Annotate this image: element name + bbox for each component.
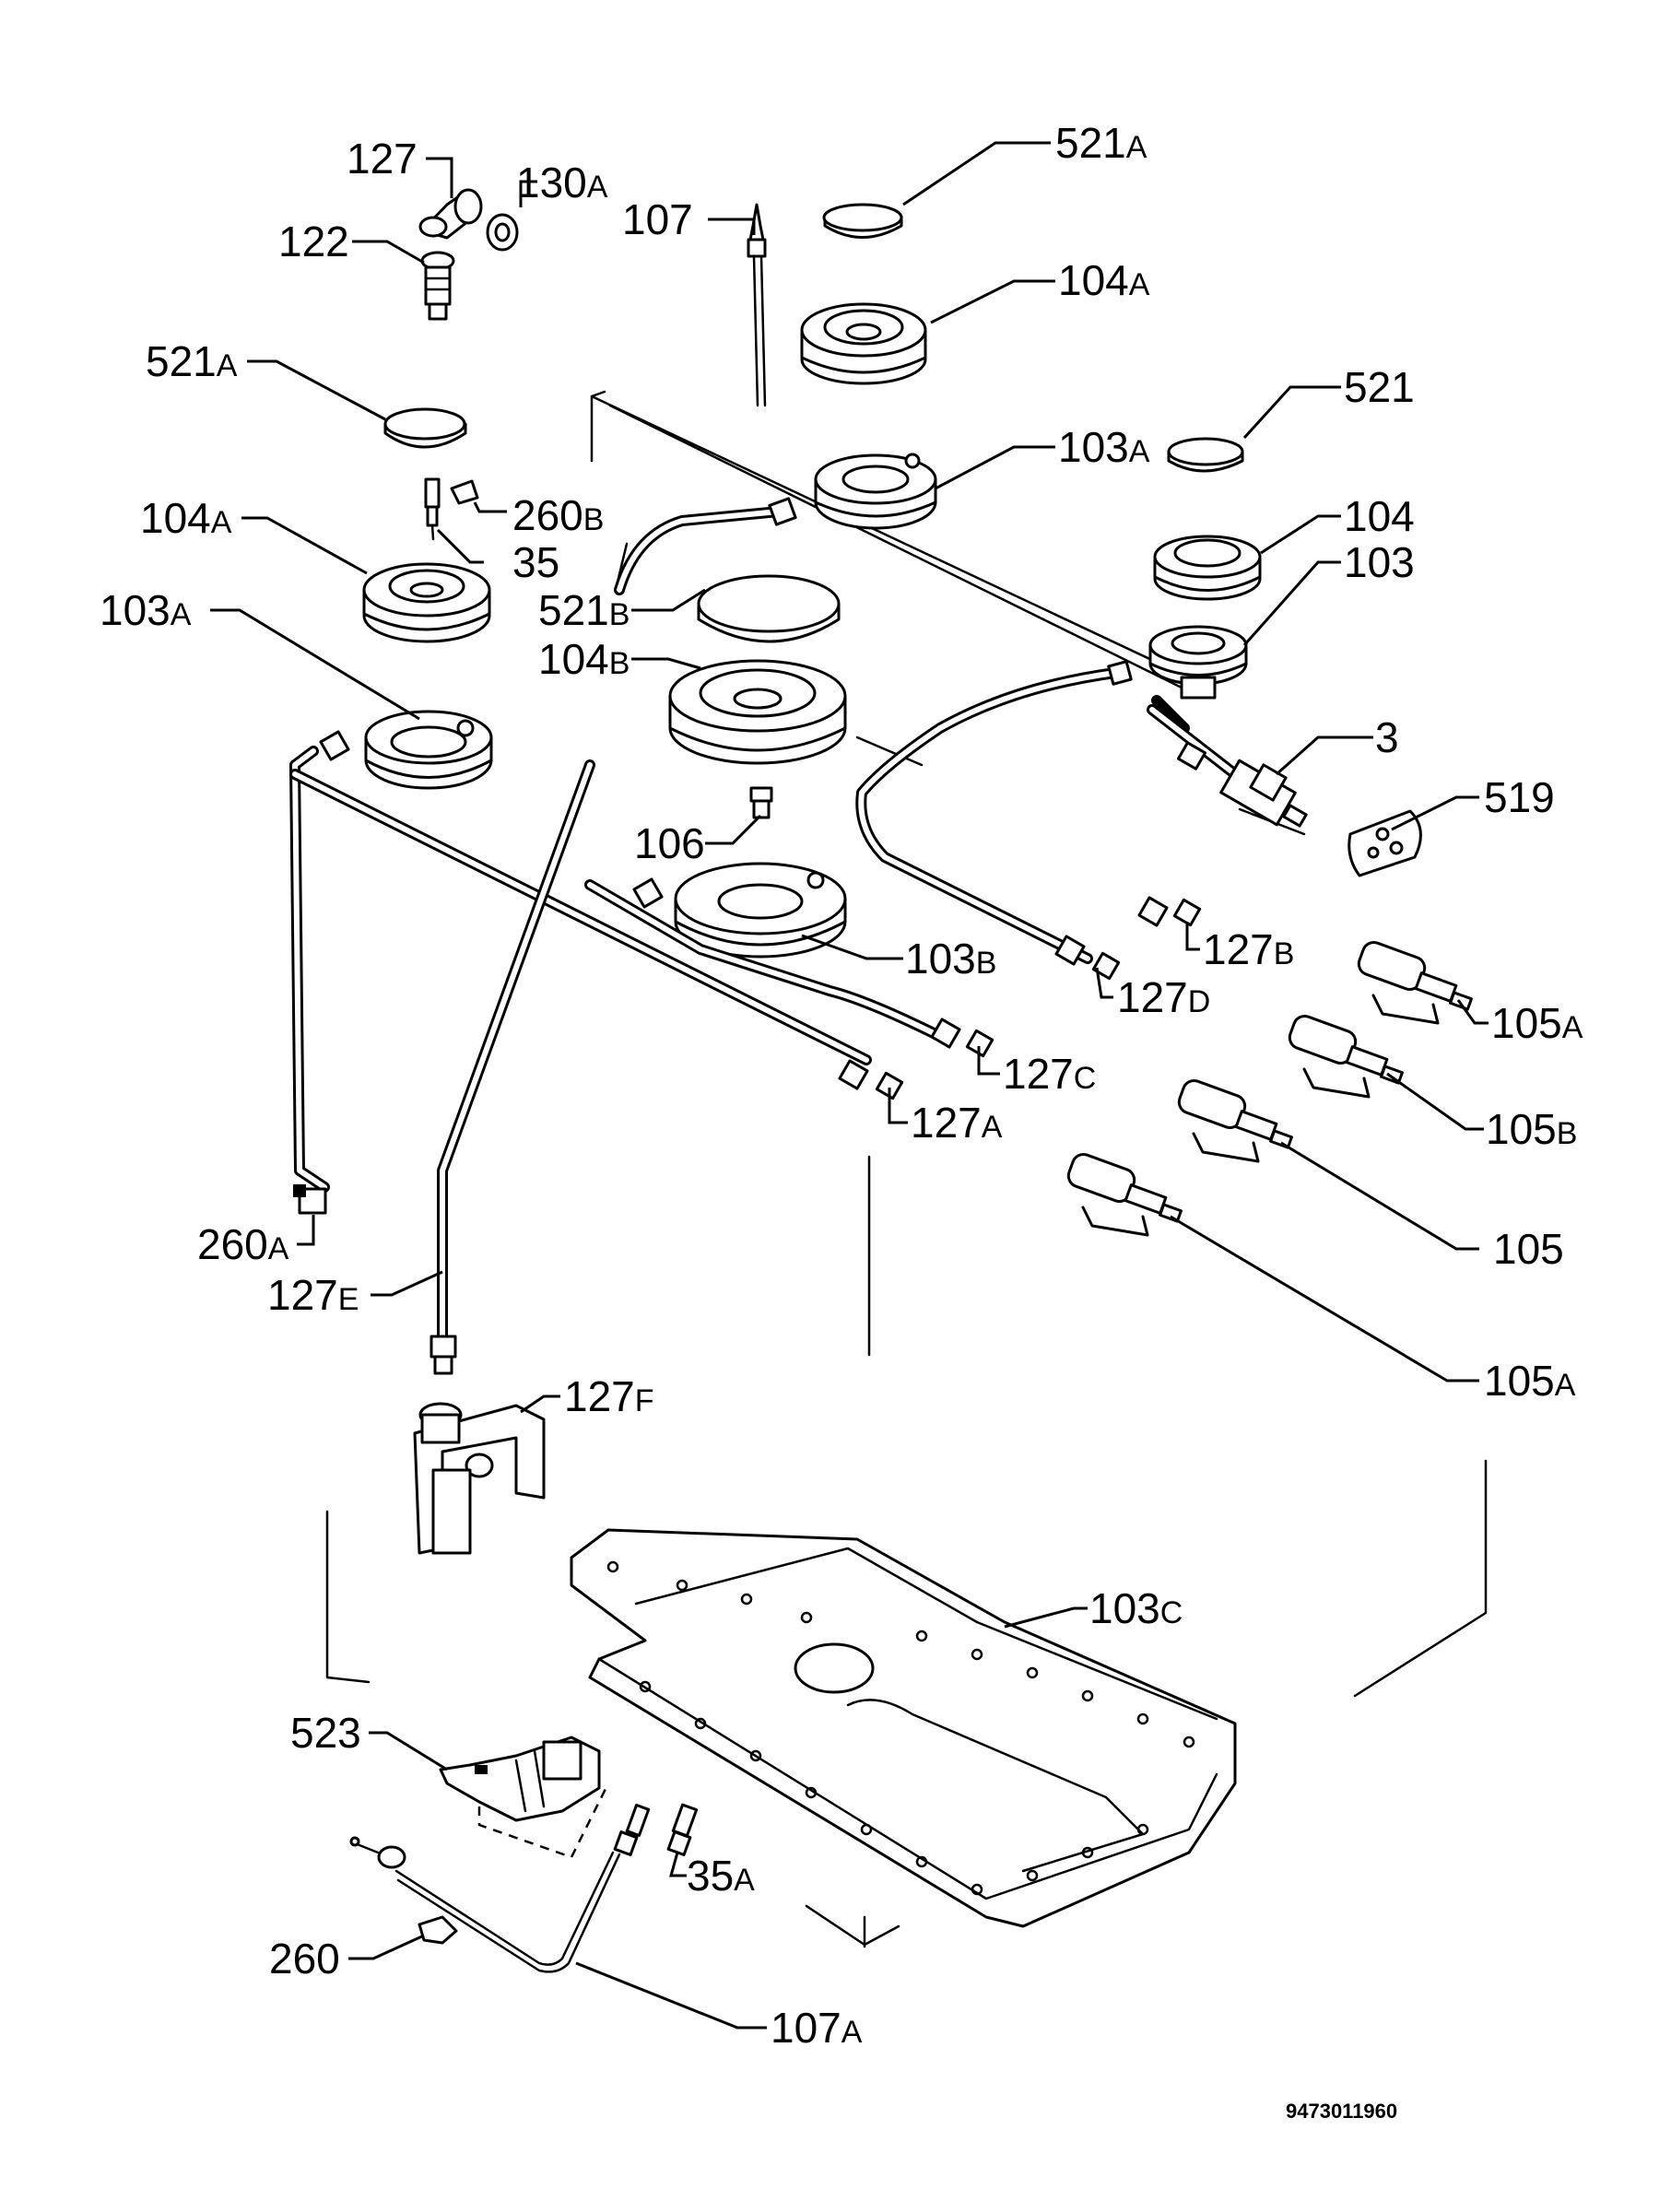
injector-106 bbox=[749, 786, 773, 819]
label-127-top: 127 bbox=[347, 135, 418, 182]
label-523: 523 bbox=[290, 1709, 361, 1757]
label-127c: 127C bbox=[1003, 1050, 1096, 1098]
label-521a-top: 521A bbox=[1055, 119, 1147, 167]
gas-tap-105a-top bbox=[1357, 940, 1473, 1025]
label-260b: 260B bbox=[512, 491, 604, 539]
label-130a: 130A bbox=[516, 159, 608, 206]
label-103b: 103B bbox=[905, 935, 996, 982]
label-35a: 35A bbox=[687, 1852, 755, 1900]
mounting-plate-103c bbox=[570, 1528, 1237, 1928]
burner-head-104a-left bbox=[362, 562, 491, 643]
label-103: 103 bbox=[1344, 538, 1415, 586]
label-127b: 127B bbox=[1203, 925, 1294, 973]
burner-head-104a-top bbox=[800, 302, 927, 385]
spark-plug-35a bbox=[666, 1803, 699, 1856]
gas-tap-105a-bottom bbox=[1066, 1152, 1183, 1237]
label-521b: 521B bbox=[538, 586, 630, 634]
burner-base-103a-top bbox=[814, 453, 937, 530]
ignition-electrode-107 bbox=[747, 203, 767, 407]
clip-260a bbox=[293, 1184, 327, 1215]
label-103a-top: 103A bbox=[1058, 423, 1150, 471]
clip-260b bbox=[450, 479, 479, 505]
label-103c: 103C bbox=[1089, 1584, 1183, 1632]
ignition-lead-107a bbox=[349, 1804, 651, 1973]
label-107a: 107A bbox=[771, 2004, 863, 2052]
pipe-nuts bbox=[319, 497, 1207, 1375]
nut-130a bbox=[486, 213, 519, 252]
cover-plate-519 bbox=[1347, 809, 1422, 877]
igniter-holder-523 bbox=[439, 1735, 601, 1822]
label-3: 3 bbox=[1375, 713, 1399, 761]
label-127f: 127F bbox=[564, 1372, 654, 1420]
safety-valve-3 bbox=[1219, 759, 1308, 828]
burner-head-104b bbox=[668, 659, 847, 765]
burner-base-103b bbox=[674, 862, 847, 959]
label-35: 35 bbox=[512, 538, 559, 586]
burner-cap-521a-left bbox=[383, 407, 467, 449]
injector-122 bbox=[420, 251, 455, 321]
label-127e: 127E bbox=[267, 1271, 359, 1319]
label-104b: 104B bbox=[538, 635, 630, 683]
bracket-127f bbox=[413, 1402, 546, 1555]
label-122: 122 bbox=[278, 218, 349, 265]
burner-cap-521a-top bbox=[822, 203, 903, 239]
gas-tap-105 bbox=[1177, 1078, 1293, 1163]
part-number-code: 9473011960 bbox=[1286, 2100, 1397, 2123]
label-260: 260 bbox=[269, 1935, 340, 1983]
label-127d: 127D bbox=[1117, 973, 1210, 1021]
leader-lines bbox=[210, 141, 1489, 2030]
label-105b: 105B bbox=[1486, 1105, 1577, 1153]
label-104a-top: 104A bbox=[1058, 256, 1150, 304]
label-104: 104 bbox=[1344, 492, 1415, 540]
burner-base-103a-left bbox=[364, 710, 493, 790]
burner-cap-521 bbox=[1167, 437, 1244, 473]
burner-cap-521b bbox=[697, 574, 841, 643]
clip-260 bbox=[418, 1915, 458, 1945]
label-105: 105 bbox=[1493, 1225, 1564, 1273]
frame-lines bbox=[325, 390, 1488, 1948]
label-105a-top: 105A bbox=[1491, 999, 1583, 1047]
label-107: 107 bbox=[622, 195, 693, 243]
gas-pipes bbox=[289, 506, 1306, 1351]
label-519: 519 bbox=[1484, 773, 1555, 821]
label-104a-left: 104A bbox=[140, 494, 232, 542]
callout-labels: 127 130A 107 521A 122 104A 521A 521 103A… bbox=[100, 119, 1583, 2052]
label-260a: 260A bbox=[197, 1220, 289, 1268]
label-106: 106 bbox=[634, 819, 705, 867]
gas-tap-105b bbox=[1288, 1014, 1404, 1099]
label-103a-left: 103A bbox=[100, 586, 192, 634]
elbow-fitting-127 bbox=[418, 188, 483, 240]
label-521a-left: 521A bbox=[146, 337, 238, 385]
electrode-35 bbox=[424, 477, 441, 541]
burner-head-104 bbox=[1153, 535, 1262, 601]
label-105a-bottom: 105A bbox=[1484, 1357, 1576, 1405]
label-521: 521 bbox=[1344, 363, 1415, 411]
label-127a: 127A bbox=[911, 1099, 1003, 1147]
burner-base-103 bbox=[1148, 625, 1248, 700]
